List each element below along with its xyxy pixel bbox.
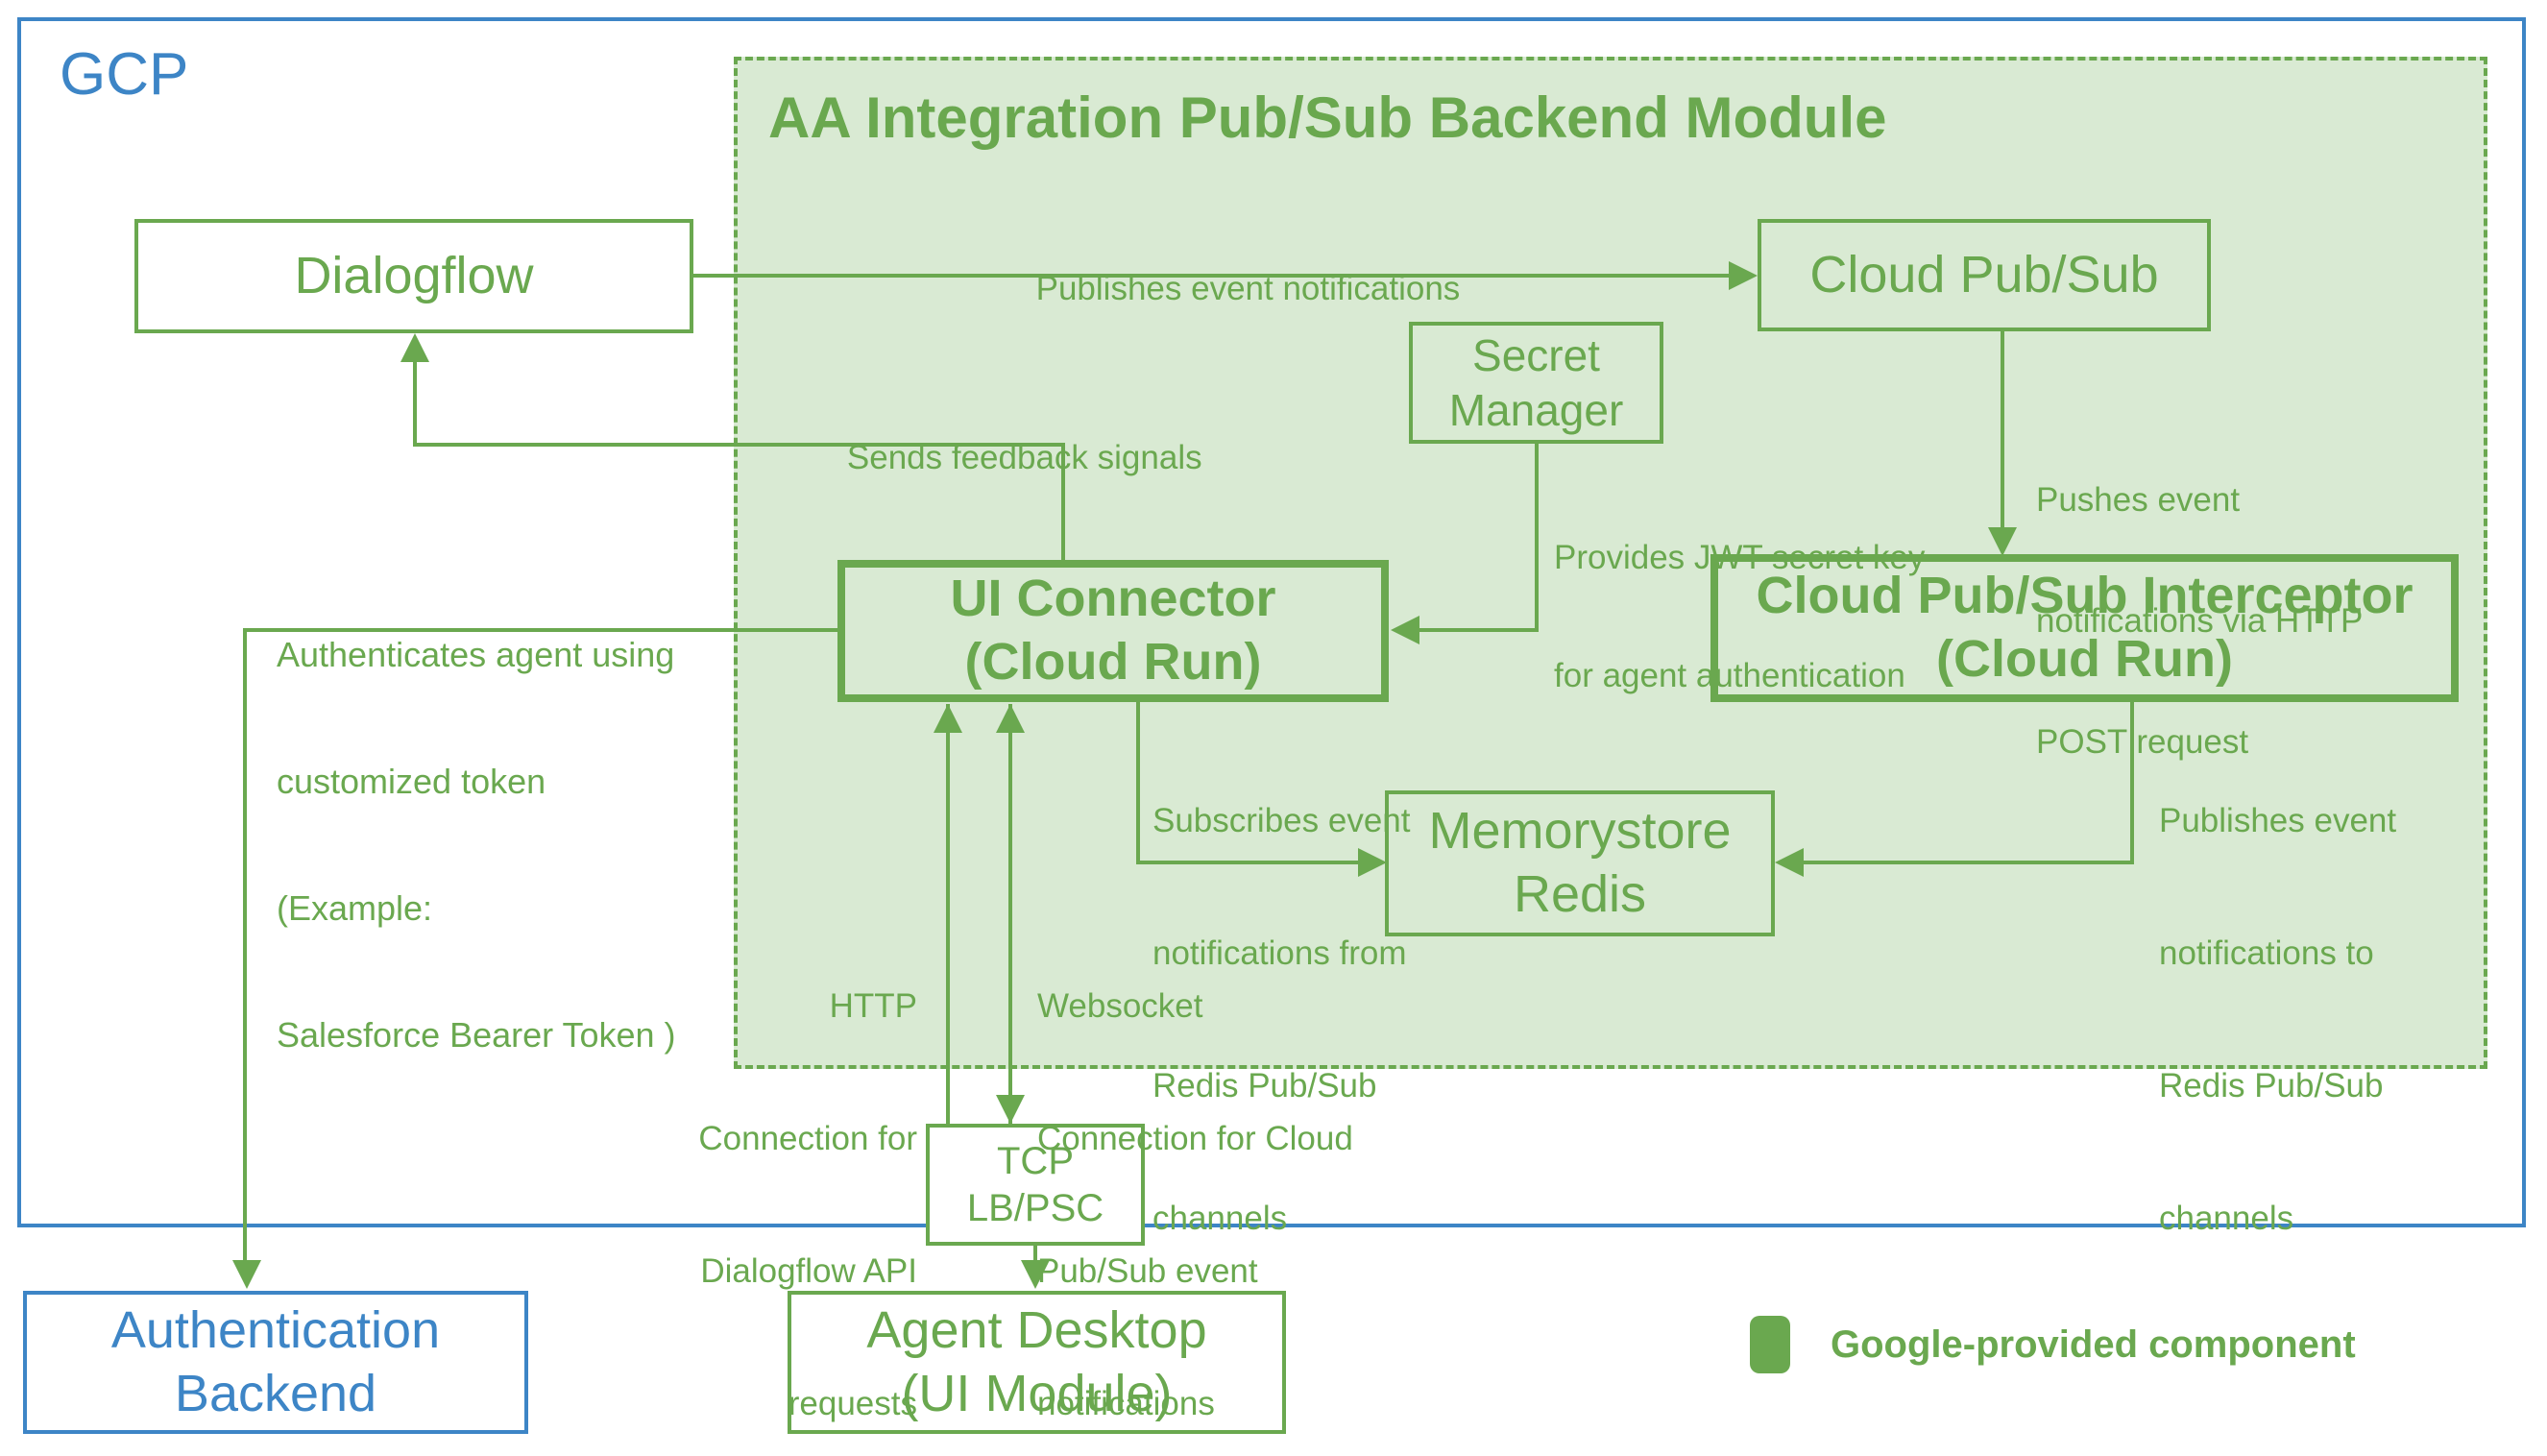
label-authenticates-line3: (Example: [277, 888, 433, 928]
ui-connector-label-line1: UI Connector [950, 570, 1276, 628]
edge-dialogflow-pubsub-line [693, 274, 1736, 278]
edge-subscribes-arrowhead [1358, 848, 1387, 877]
agent-desktop-label-line2: (UI Module) [901, 1364, 1173, 1422]
memorystore-node: Memorystore Redis [1385, 790, 1775, 936]
label-authenticates-line1: Authenticates agent using [277, 635, 675, 674]
edge-feedback-line-vertical-left [413, 346, 417, 447]
label-pushes-event: Pushes event notifications via HTTP POST… [2036, 400, 2363, 843]
label-publishes-event: Publishes event notifications [960, 223, 1498, 355]
label-websocket-line3: Pub/Sub event [1037, 1252, 1258, 1290]
auth-backend-label-line2: Backend [174, 1364, 377, 1422]
edge-auth-line-horizontal [243, 628, 839, 632]
edge-auth-arrowhead [232, 1260, 261, 1289]
secret-manager-label-line1: Secret [1472, 330, 1600, 381]
edge-subscribes-line-horizontal [1136, 861, 1362, 864]
edge-websocket-arrowhead-top [996, 704, 1025, 733]
ui-connector-label-line2: (Cloud Run) [964, 633, 1262, 691]
edge-subscribes-line-vertical [1136, 702, 1140, 864]
label-pushes-event-line3: POST request [2036, 723, 2249, 761]
dialogflow-node: Dialogflow [134, 219, 693, 333]
edge-auth-line-vertical [243, 628, 247, 1262]
label-sends-feedback-text: Sends feedback signals [846, 439, 1202, 476]
edge-secret-line-horizontal [1395, 628, 1539, 632]
label-http-line2: Connection for [698, 1120, 917, 1157]
label-websocket-line4: notifications [1037, 1385, 1215, 1422]
agent-desktop-node: Agent Desktop (UI Module) [788, 1291, 1286, 1434]
cloud-pubsub-label: Cloud Pub/Sub [1809, 245, 2159, 303]
label-provides-jwt-line2: for agent authentication [1554, 657, 1905, 694]
label-http-line1: HTTP [829, 987, 917, 1025]
gcp-label: GCP [60, 41, 189, 108]
tcp-lb-label-line1: TCP [997, 1139, 1074, 1182]
label-provides-jwt-line1: Provides JWT secret key [1554, 539, 1926, 576]
agent-desktop-label-line1: Agent Desktop [866, 1300, 1207, 1359]
edge-pubsub-interceptor-line [2001, 331, 2004, 541]
label-subscribes-line4: channels [1152, 1200, 1288, 1237]
label-pushes-event-line1: Pushes event [2036, 481, 2241, 519]
edge-publishes-redis-line-vertical [2130, 702, 2134, 864]
edge-feedback-line-vertical-right [1061, 443, 1065, 560]
memorystore-label-line1: Memorystore [1428, 802, 1732, 861]
edge-tcp-agent-arrowhead [1021, 1260, 1050, 1289]
edge-websocket-arrowhead-bottom [996, 1095, 1025, 1124]
auth-backend-label-line1: Authentication [110, 1300, 441, 1359]
label-sends-feedback: Sends feedback signals [810, 392, 1202, 524]
dialogflow-label: Dialogflow [294, 246, 534, 304]
edge-feedback-arrowhead [400, 333, 429, 362]
label-websocket-connection: Websocket Connection for Cloud Pub/Sub e… [1037, 896, 1353, 1456]
label-publishes-redis: Publishes event notifications to Redis P… [2159, 711, 2396, 1329]
pubsub-interceptor-node: Cloud Pub/Sub Interceptor (Cloud Run) [1710, 554, 2459, 702]
label-websocket-line1: Websocket [1037, 987, 1203, 1025]
label-publishes-redis-line2: notifications to [2159, 934, 2374, 972]
label-authenticates-line2: customized token [277, 762, 546, 801]
edge-publishes-redis-arrowhead [1775, 848, 1804, 877]
edge-feedback-line-horizontal [413, 443, 1065, 447]
label-publishes-redis-line4: channels [2159, 1200, 2294, 1237]
tcp-lb-label-line2: LB/PSC [966, 1186, 1104, 1229]
label-pushes-event-line2: notifications via HTTP [2036, 602, 2364, 640]
label-websocket-line2: Connection for Cloud [1037, 1120, 1353, 1157]
label-subscribes-line2: notifications from [1152, 934, 1407, 972]
label-authenticates: Authenticates agent using customized tok… [277, 549, 676, 1141]
edge-dialogflow-pubsub-arrowhead [1729, 261, 1758, 290]
legend-swatch-icon [1750, 1316, 1790, 1373]
legend-label-text: Google-provided component [1831, 1323, 2356, 1366]
label-publishes-redis-line1: Publishes event [2159, 802, 2397, 839]
edge-websocket-line [1008, 704, 1012, 1127]
label-publishes-redis-line3: Redis Pub/Sub [2159, 1067, 2384, 1104]
tcp-lb-node: TCP LB/PSC [926, 1124, 1145, 1246]
interceptor-label-line2: (Cloud Run) [1936, 630, 2233, 688]
edge-http-arrowhead [934, 704, 962, 733]
auth-backend-node: Authentication Backend [23, 1291, 528, 1434]
secret-manager-label-line2: Manager [1448, 384, 1624, 435]
label-http-line3: Dialogflow API [700, 1252, 917, 1290]
label-subscribes-line1: Subscribes event [1152, 802, 1411, 839]
cloud-pubsub-node: Cloud Pub/Sub [1758, 219, 2211, 331]
label-authenticates-line4: Salesforce Bearer Token ) [277, 1015, 676, 1055]
edge-pubsub-interceptor-arrowhead [1988, 527, 2017, 556]
label-publishes-event-text: Publishes event notifications [1035, 270, 1461, 307]
edge-publishes-redis-line-horizontal [1798, 861, 2134, 864]
module-title: AA Integration Pub/Sub Backend Module [768, 85, 1887, 150]
label-provides-jwt: Provides JWT secret key for agent authen… [1554, 459, 1925, 774]
edge-secret-line-vertical [1535, 444, 1539, 632]
label-http-connection: HTTP Connection for Dialogflow API reque… [629, 896, 917, 1456]
interceptor-label-line1: Cloud Pub/Sub Interceptor [1756, 567, 2414, 625]
label-subscribes: Subscribes event notifications from Redi… [1152, 711, 1410, 1329]
legend-label: Google-provided component [1831, 1323, 2356, 1367]
memorystore-label-line2: Redis [1513, 865, 1647, 923]
ui-connector-node: UI Connector (Cloud Run) [837, 560, 1389, 702]
edge-http-line [946, 704, 950, 1127]
label-http-line4: requests [788, 1385, 917, 1422]
secret-manager-node: Secret Manager [1409, 322, 1663, 444]
label-subscribes-line3: Redis Pub/Sub [1152, 1067, 1377, 1104]
edge-secret-arrowhead [1391, 616, 1419, 644]
